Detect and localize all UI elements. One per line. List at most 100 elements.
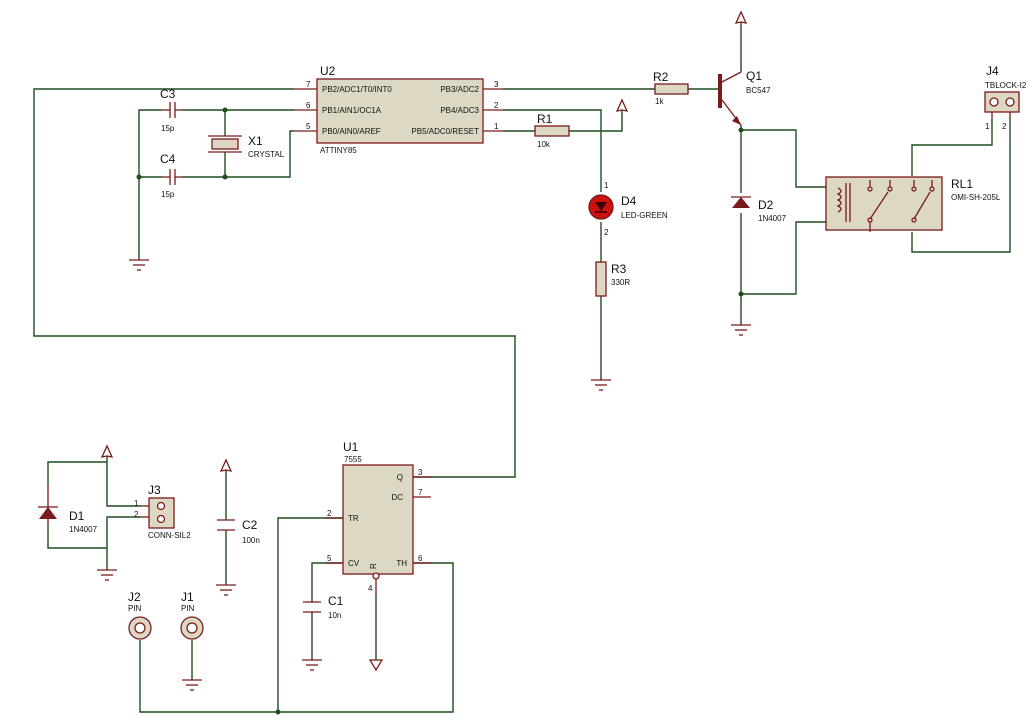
j4-pin-1: 1 [985, 122, 990, 131]
j2-value: PIN [128, 604, 142, 613]
ground-j1 [182, 679, 202, 691]
u1-pin-num-3: 3 [418, 468, 423, 477]
wire-tr [277, 517, 343, 712]
wire-pb2-to-7555-q [33, 88, 516, 478]
j3-value: CONN-SIL2 [148, 531, 191, 540]
ground-c1 [302, 659, 322, 671]
u1-pin-num-4: 4 [368, 584, 373, 593]
vcc-arrow-q1 [734, 10, 748, 24]
u2-pin-num-7: 7 [306, 80, 311, 89]
j1-pin: J1 PIN [180, 590, 204, 640]
r3-value: 330R [611, 278, 630, 287]
wire-j2-tr [139, 640, 278, 713]
r1-ref: R1 [537, 112, 553, 126]
j4-ref: J4 [986, 64, 999, 78]
led-diode-glyph [595, 202, 607, 211]
wire-c3-left [138, 109, 162, 260]
j2-ref: J2 [128, 590, 141, 604]
wire-d1-top [47, 461, 141, 507]
u2-pin-num-1: 1 [494, 122, 499, 131]
j1-pad-inner [186, 622, 198, 634]
r2-resistor: R2 1k [653, 70, 689, 106]
wires [33, 22, 1011, 715]
r1-value: 10k [537, 140, 551, 149]
j3-pin-2: 2 [134, 510, 139, 519]
ground-c2 [216, 584, 236, 596]
d4-value: LED-GREEN [621, 211, 668, 220]
x1-value: CRYSTAL [248, 150, 285, 159]
r3-resistor: R3 330R [595, 261, 630, 297]
j3-pin-hole-2 [156, 514, 166, 524]
c4-value: 15p [161, 190, 175, 199]
d4-ref: D4 [621, 194, 637, 208]
j1-value: PIN [181, 604, 195, 613]
u2-attiny85: U2 ATTINY85 PB2/ADC1/T0/INT0 PB1/AIN1/OC… [294, 64, 503, 155]
wire-r1-vcc [569, 110, 623, 132]
d2-diode: D2 1N4007 [731, 196, 787, 223]
u2-pin-label-pb0: PB0/AIN0/AREF [322, 127, 381, 136]
q1-value: BC547 [746, 86, 771, 95]
u1-pin-num-6: 6 [418, 554, 423, 563]
c3-value: 15p [161, 124, 175, 133]
j4-screw-2 [1005, 97, 1015, 107]
r1-resistor: R1 10k [534, 112, 570, 149]
junction-c4-x1 [222, 174, 228, 180]
vcc-arrow-j3 [100, 444, 114, 458]
j3-pin-1: 1 [134, 499, 139, 508]
c2-ref: C2 [242, 518, 258, 532]
c4-capacitor: C4 15p [160, 152, 182, 199]
wire-relay-j4-2 [911, 118, 1011, 253]
u2-pin-label-pb2: PB2/ADC1/T0/INT0 [322, 85, 392, 94]
junction-gnd-relay [738, 291, 744, 297]
u1-value: 7555 [344, 455, 362, 464]
d1-value: 1N4007 [69, 525, 98, 534]
c1-value: 10n [328, 611, 341, 620]
j4-screw-1 [989, 97, 999, 107]
ground-j3 [97, 569, 117, 581]
c3-capacitor: C3 15p [160, 87, 182, 133]
c1-capacitor: C1 10n [303, 594, 344, 620]
r2-ref: R2 [653, 70, 669, 84]
u1-pin-label-dc: DC [391, 493, 403, 502]
wire-relay-gnd [741, 221, 826, 295]
r2-value: 1k [655, 97, 664, 106]
x1-ref: X1 [248, 134, 263, 148]
vcc-arrow-r1 [615, 98, 629, 112]
d4-pin-2: 2 [604, 228, 609, 237]
d2-value: 1N4007 [758, 214, 787, 223]
u1-pin-num-5: 5 [327, 554, 332, 563]
u2-pin-label-pb1: PB1/AIN1/OC1A [322, 106, 382, 115]
u2-pin-num-2: 2 [494, 101, 499, 110]
u2-pin-num-3: 3 [494, 80, 499, 89]
j1-ref: J1 [181, 590, 194, 604]
j2-pin: J2 PIN [128, 590, 152, 640]
wire-relay-j4-1 [911, 118, 993, 176]
c2-capacitor: C2 100n [217, 518, 260, 545]
ground-c3c4 [129, 259, 149, 271]
c2-value: 100n [242, 536, 260, 545]
j4-pin-2: 2 [1002, 122, 1007, 131]
junction-c3-x1 [222, 107, 228, 113]
u1-pin-num-7: 7 [418, 488, 423, 497]
u2-pin-label-pb5: PB5/ADC0/RESET [411, 127, 479, 136]
rl1-relay: RL1 OMI-SH-205L [825, 176, 1001, 232]
u1-pin-label-cv: CV [348, 559, 360, 568]
u2-pin-num-5: 5 [306, 122, 311, 131]
d4-led: 1 2 D4 LED-GREEN [588, 181, 668, 237]
ground-arrow-u1-reset [368, 659, 384, 672]
j4-value: TBLOCK-I2 [985, 81, 1027, 90]
power-symbols [97, 10, 751, 691]
d4-pin-1: 1 [604, 181, 609, 190]
junction-emitter [738, 127, 744, 133]
j3-pin-hole-1 [156, 501, 166, 511]
c1-ref: C1 [328, 594, 344, 608]
j2-pad-inner [134, 622, 146, 634]
u1-pin-label-tr: TR [348, 514, 359, 523]
j3-connector: 1 2 J3 CONN-SIL2 [134, 483, 191, 540]
q1-ref: Q1 [746, 69, 762, 83]
u2-pin-label-pb3: PB3/ADC2 [440, 85, 479, 94]
u1-pin-label-q: Q [397, 473, 403, 482]
d1-ref: D1 [69, 509, 85, 523]
u1-pin-label-r: R [369, 563, 378, 569]
